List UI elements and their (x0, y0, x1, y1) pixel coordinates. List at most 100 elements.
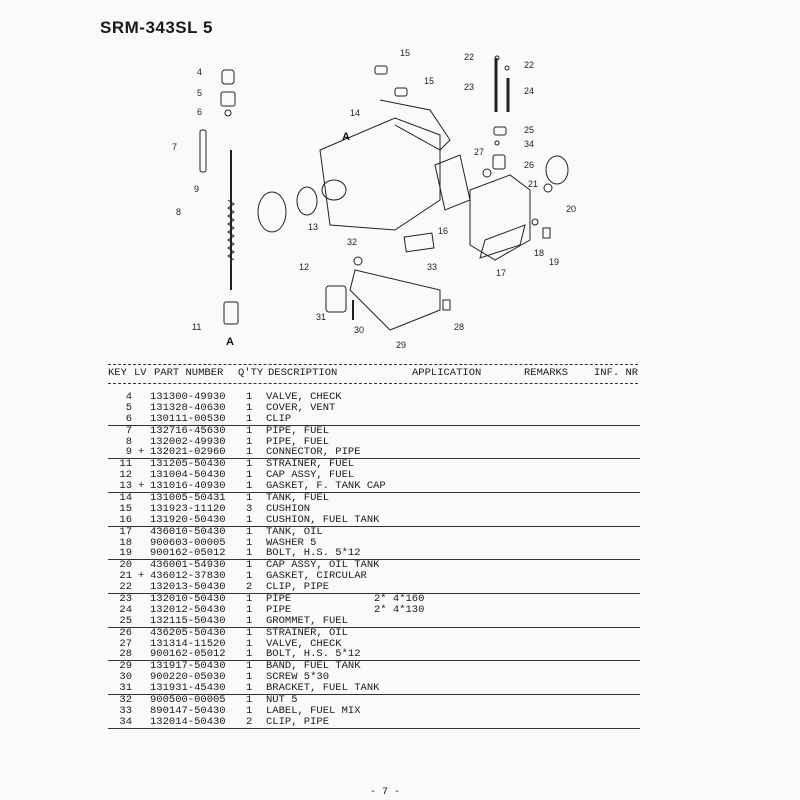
cell-desc: SCREW 5*30 (266, 671, 330, 684)
cell-key: 15 (119, 502, 132, 515)
cushion-part (374, 65, 388, 75)
cell-qty: 1 (246, 570, 253, 583)
cell-key: 16 (119, 513, 132, 526)
cell-desc: CAP ASSY, FUEL (266, 469, 355, 482)
cell-part: 132012-50430 (150, 603, 226, 616)
cell-key: 30 (119, 671, 132, 684)
callout-34: 34 (524, 139, 534, 149)
cell-desc: PIPE (266, 603, 292, 616)
cell-qty: 2 (246, 581, 253, 594)
cell-qty: 1 (246, 660, 253, 673)
bolt-28-part (442, 299, 451, 311)
cell-key: 20 (119, 559, 132, 572)
table-top-divider (108, 364, 638, 365)
cell-qty: 1 (246, 525, 253, 538)
cell-qty: 1 (246, 547, 253, 560)
cell-qty: 1 (246, 513, 253, 526)
cell-qty: 1 (246, 614, 253, 627)
cell-qty: 1 (246, 480, 253, 493)
cell-part: 131328-40630 (150, 401, 226, 414)
callout-17: 17 (496, 268, 506, 278)
callout-ref-a-top: A (342, 131, 350, 143)
cell-qty: 1 (246, 412, 253, 425)
cell-part: 132716-45630 (150, 424, 226, 437)
cell-key: 6 (125, 412, 132, 425)
fuel-pipe-7-part (199, 129, 207, 173)
cell-desc: BRACKET, FUEL TANK (266, 682, 380, 695)
cell-part: 436012-37830 (150, 570, 226, 583)
cap-gasket-part (296, 186, 318, 216)
header-remarks: REMARKS (524, 367, 569, 379)
cell-key: 8 (125, 435, 132, 448)
cell-desc: CUSHION, FUEL TANK (266, 513, 380, 526)
callout-9: 9 (194, 184, 199, 194)
cell-key: 5 (125, 401, 132, 414)
cell-part: 132013-50430 (150, 581, 226, 594)
cell-desc: CONNECTOR, PIPE (266, 446, 361, 459)
cell-desc: CLIP, PIPE (266, 581, 330, 594)
cell-app: 2* 4*130 (374, 603, 425, 616)
table-header-row: KEY LV PART NUMBER Q'TY DESCRIPTION APPL… (108, 367, 640, 381)
callout-29: 29 (396, 340, 406, 350)
cell-key: 27 (119, 637, 132, 650)
callout-8: 8 (176, 207, 181, 217)
cell-qty: 2 (246, 715, 253, 728)
cell-part: 131205-50430 (150, 458, 226, 471)
cell-part: 131923-11120 (150, 502, 226, 515)
callout-22-right: 22 (524, 60, 534, 70)
cell-part: 900162-05012 (150, 547, 226, 560)
cell-desc: GASKET, F. TANK CAP (266, 480, 386, 493)
cell-key: 11 (119, 458, 132, 471)
fuel-tank-part (319, 117, 441, 231)
oil-strainer-part (492, 154, 506, 170)
cell-part: 132021-02960 (150, 446, 226, 459)
cell-part: 890147-50430 (150, 704, 226, 717)
cell-qty: 1 (246, 671, 253, 684)
header-lv: LV (134, 367, 147, 379)
header-description: DESCRIPTION (268, 367, 338, 379)
cell-qty: 1 (246, 694, 253, 707)
clip-part (224, 109, 232, 117)
cell-qty: 1 (246, 401, 253, 414)
callout-21: 21 (528, 179, 538, 189)
cell-key: 21 (119, 570, 132, 583)
cell-part: 900603-00005 (150, 536, 226, 549)
cell-qty: 1 (246, 435, 253, 448)
cell-desc: WASHER 5 (266, 536, 317, 549)
callout-15-mid: 15 (424, 76, 434, 86)
cell-qty: 1 (246, 492, 253, 505)
cell-key: 13 (119, 480, 132, 493)
washer-part (531, 218, 539, 226)
callout-7: 7 (172, 142, 177, 152)
callout-25: 25 (524, 125, 534, 135)
cell-qty: 1 (246, 559, 253, 572)
callout-11: 11 (192, 322, 201, 332)
header-application: APPLICATION (412, 367, 482, 379)
cell-qty: 1 (246, 682, 253, 695)
header-inf-nr: INF. NR (594, 367, 639, 379)
cell-desc: TANK, OIL (266, 525, 323, 538)
cell-qty: 1 (246, 637, 253, 650)
cell-key: 9 (125, 446, 132, 459)
callout-13: 13 (308, 222, 318, 232)
cell-part: 131314-11520 (150, 637, 226, 650)
callout-ref-a-bottom: A (226, 336, 234, 348)
cell-part: 131004-50430 (150, 469, 226, 482)
fuel-mix-label-part (403, 232, 435, 253)
oil-cap-part (545, 155, 569, 185)
cell-desc: CAP ASSY, OIL TANK (266, 559, 380, 572)
table-header-divider (108, 383, 638, 384)
cell-part: 900220-05030 (150, 671, 226, 684)
cell-key: 25 (119, 614, 132, 627)
callout-12: 12 (299, 262, 309, 272)
cell-part: 131005-50431 (150, 492, 226, 505)
cell-part: 436001-54930 (150, 559, 226, 572)
cell-key: 22 (119, 581, 132, 594)
cell-key: 18 (119, 536, 132, 549)
